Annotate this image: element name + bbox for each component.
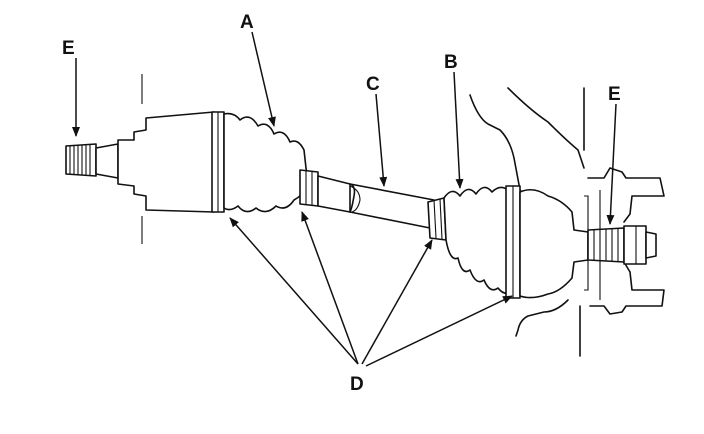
arrow-c (375, 93, 388, 187)
arrow-d-1 (229, 217, 359, 365)
label-e-right: E (608, 84, 621, 105)
arrow-d-2 (301, 211, 359, 365)
boot-b (427, 186, 513, 295)
outer-joint-housing (117, 74, 225, 244)
leader-arrows (72, 31, 617, 367)
label-d: D (350, 374, 364, 395)
label-a: A (240, 12, 254, 33)
arrow-d-3 (361, 239, 433, 365)
arrow-d-4 (365, 295, 513, 367)
label-e-left: E (62, 38, 75, 59)
label-b: B (444, 52, 458, 73)
right-spline-nut (587, 225, 657, 265)
arrow-e-right (606, 103, 617, 225)
shaft-c (299, 169, 435, 229)
arrow-a (251, 31, 276, 127)
inner-joint-housing (505, 185, 589, 299)
boot-a (223, 112, 309, 213)
arrow-b (453, 71, 464, 189)
label-c: C (366, 74, 380, 95)
left-spline-stub (65, 143, 119, 179)
